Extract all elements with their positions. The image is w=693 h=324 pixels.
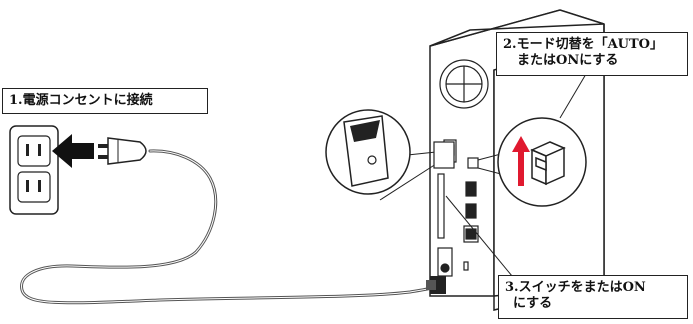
callout-step1: 1.電源コンセントに接続 [2,88,208,114]
plug-icon [98,137,147,165]
callout-step3-line1: 3.スイッチをまたはON [505,280,646,295]
callout-step3: 3.スイッチをまたはON にする [498,275,688,319]
callout-step2: 2.モード切替を「AUTO」 またはONにする [496,32,688,76]
mode-switch-icon [530,141,566,186]
callout-step1-text: 1.電源コンセントに接続 [9,93,153,108]
arrow-left-icon [52,134,94,168]
mode-switch-zoom [477,117,587,207]
power-switch-zoom [325,109,455,201]
power-outlet-icon [9,125,59,215]
rear-ports [437,139,479,277]
callout-step2-line1: 2.モード切替を「AUTO」 [503,37,663,52]
power-inlet [426,276,446,294]
arrow-up-icon [512,136,530,186]
callout-step2-line2: またはONにする [517,53,619,68]
fan-grille-icon [439,59,489,109]
power-switch-icon [343,115,389,187]
callout-step3-line2: にする [513,296,553,311]
